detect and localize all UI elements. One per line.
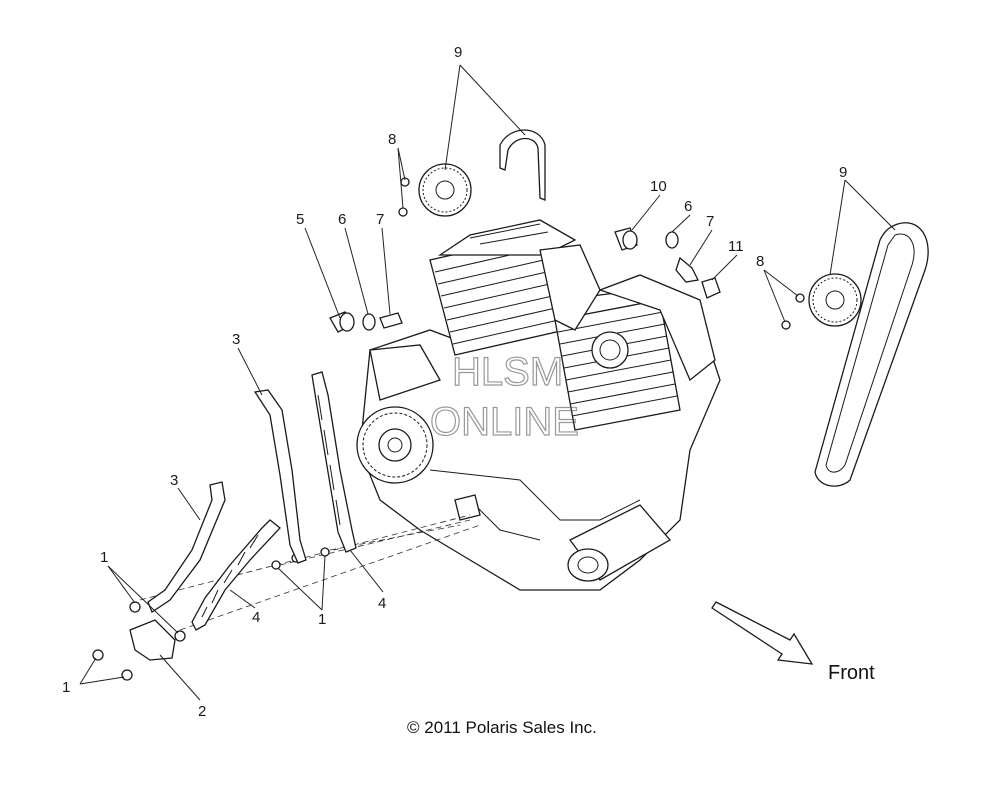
- engine-assembly: [356, 219, 721, 591]
- callout-5: 5: [296, 211, 304, 228]
- copyright-notice: © 2011 Polaris Sales Inc.: [407, 718, 597, 737]
- callout-4-upper: 4: [378, 595, 386, 612]
- callout-7-front: 7: [376, 211, 384, 228]
- watermark: HLSM ONLINE: [429, 349, 579, 444]
- guide-bracket: [129, 619, 176, 661]
- tensioner-parts-rear: [614, 227, 721, 299]
- tensioner-blade-upper: [311, 371, 357, 553]
- callout-8-front: 8: [388, 131, 396, 148]
- starter-motor: [567, 504, 672, 582]
- callout-11: 11: [728, 238, 744, 255]
- chain-guide-lower: [147, 481, 226, 613]
- leader-lines: [79, 64, 896, 701]
- callout-6-rear: 6: [684, 198, 692, 215]
- callout-6-front: 6: [338, 211, 346, 228]
- front-direction-arrow-icon: [711, 601, 814, 665]
- watermark-line-1: HLSM: [452, 350, 563, 394]
- cam-sprocket-front: [398, 163, 472, 217]
- callout-4-lower: 4: [252, 609, 260, 626]
- tensioner-parts-front: [329, 311, 403, 333]
- bolts-1: [92, 547, 330, 681]
- callout-1-lower-left: 1: [62, 679, 70, 696]
- callout-3-lower: 3: [170, 472, 178, 489]
- callout-9-rear: 9: [839, 164, 847, 181]
- watermark-line-2: ONLINE: [430, 400, 579, 444]
- callout-7-rear: 7: [706, 213, 714, 230]
- callout-labels: 9 8 5 6 7 10 6 7 11 9 8 3 3 4 4 1 1 1 2: [62, 44, 847, 720]
- tensioner-blade-lower: [191, 519, 281, 631]
- cam-chain-rear: [814, 222, 929, 487]
- callout-2: 2: [198, 703, 206, 720]
- crank-sprocket: [356, 406, 434, 484]
- cam-sprocket-rear: [781, 273, 862, 330]
- chain-guide-upper: [253, 389, 307, 564]
- callout-8-rear: 8: [756, 253, 764, 270]
- callout-3-upper: 3: [232, 331, 240, 348]
- callout-1-upper-left: 1: [100, 549, 108, 566]
- front-label: Front: [828, 662, 875, 684]
- callout-1-center: 1: [318, 611, 326, 628]
- callout-9-front: 9: [454, 44, 462, 61]
- cam-chain-front: [499, 129, 546, 201]
- callout-10: 10: [650, 178, 667, 195]
